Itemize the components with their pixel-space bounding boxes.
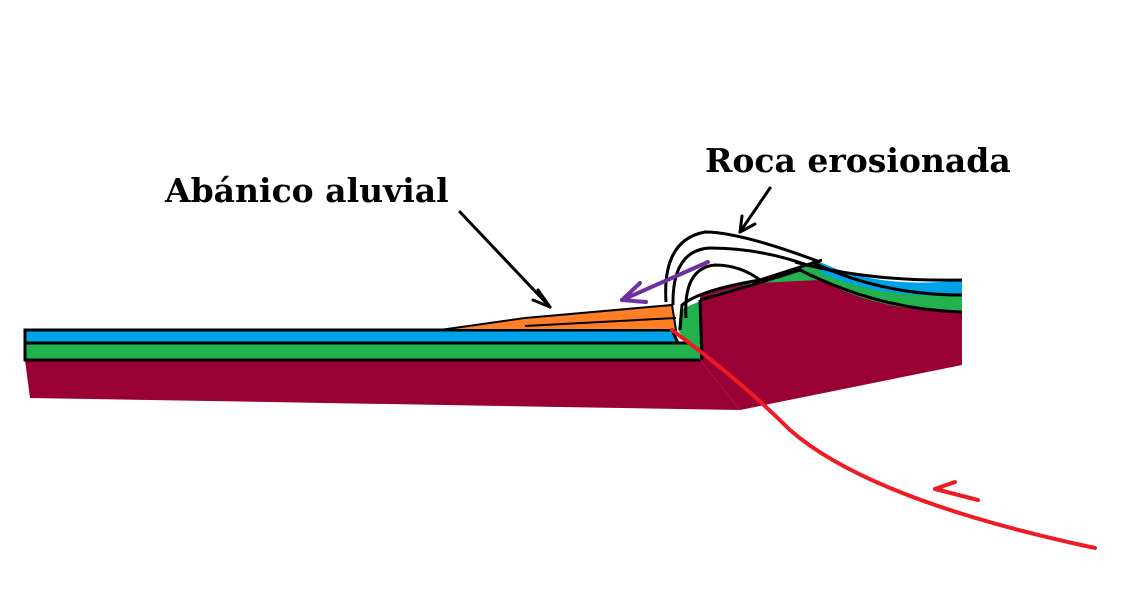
eroded-rock-arc-inner	[684, 263, 761, 319]
blue-layer-right	[820, 262, 962, 296]
right-block-outline-green-top	[699, 268, 963, 314]
bedrock-left	[25, 360, 740, 410]
half-arrow-left-icon	[933, 480, 980, 502]
fault-line	[670, 328, 1097, 550]
right-block-outline-surface	[794, 260, 963, 282]
alluvial-fan-pointer-arrow	[458, 210, 552, 309]
right-block-outline-scarp	[678, 258, 823, 331]
alluvial-fan	[439, 303, 678, 331]
arrow-left-icon	[620, 260, 710, 304]
alluvial-fan-inner-line	[524, 317, 677, 327]
alluvial-fan-label: Abánico aluvial	[165, 171, 449, 210]
eroded-rock-label: Roca erosionada	[705, 141, 1011, 180]
eroded-rock-pointer-arrow	[738, 186, 772, 234]
eroded-rock-arc-outer	[664, 230, 821, 303]
blue-layer-left	[23, 328, 681, 345]
green-layer-left	[23, 341, 702, 362]
